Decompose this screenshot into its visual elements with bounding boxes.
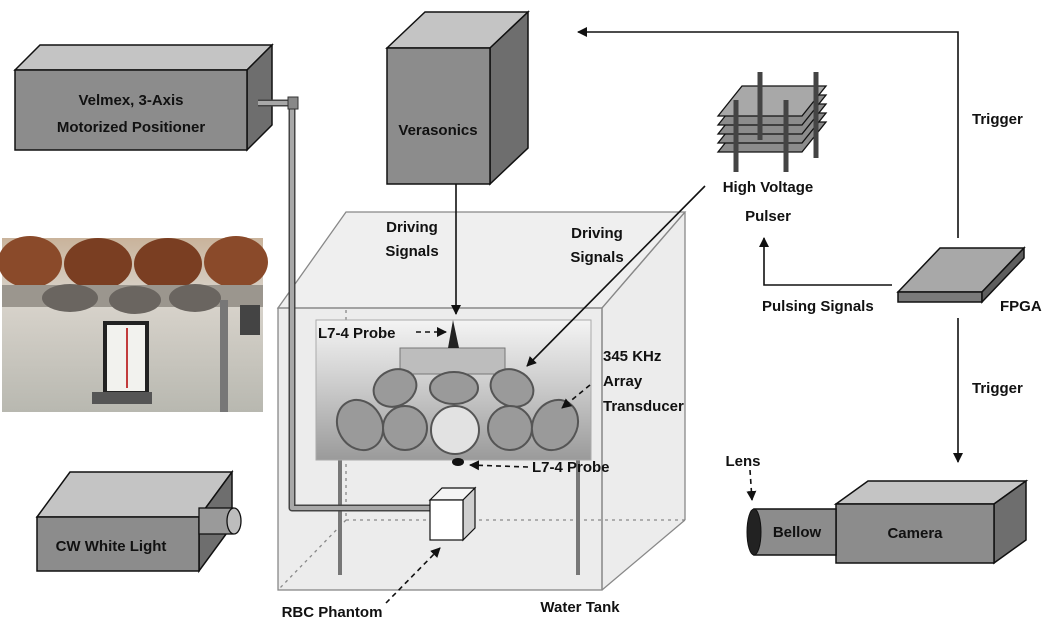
trigger-top-label: Trigger: [972, 111, 1023, 128]
positioner-label-2: Motorized Positioner: [57, 119, 206, 136]
fpga-board: [896, 246, 1026, 304]
bellow-label: Bellow: [773, 524, 822, 541]
pulser-label-1: High Voltage: [723, 179, 814, 196]
camera: [746, 479, 1029, 565]
fpga-to-verasonics-arrow: [577, 27, 959, 238]
positioner-box: [13, 43, 274, 152]
verasonics-box: [385, 10, 530, 186]
pulser-stack-icon: [716, 72, 828, 172]
pulsing-signals-label: Pulsing Signals: [762, 298, 874, 315]
pulser-to-array-arrow: [526, 185, 706, 367]
camera-label: Camera: [887, 525, 943, 542]
connections: [451, 27, 963, 463]
positioner-label-1: Velmex, 3-Axis: [78, 92, 183, 109]
array-transducer: [315, 319, 592, 575]
fpga-to-pulser-arrow: [759, 237, 892, 286]
array-label-1: 345 KHz: [603, 348, 661, 365]
water-tank-label: Water Tank: [540, 599, 620, 616]
array-label-3: Transducer: [603, 398, 684, 415]
setup-photo: [0, 236, 268, 412]
probe-bottom-icon: [452, 458, 464, 466]
probe-top-label: L7-4 Probe: [318, 325, 396, 342]
verasonics-label: Verasonics: [398, 122, 477, 139]
rbc-phantom-label: RBC Phantom: [282, 604, 383, 621]
array-label-2: Array: [603, 373, 643, 390]
rbc-phantom: [428, 486, 477, 542]
driving-right-label-2: Signals: [570, 249, 623, 266]
driving-left-label-2: Signals: [385, 243, 438, 260]
trigger-bottom-label: Trigger: [972, 380, 1023, 397]
light-source: [35, 469, 242, 574]
probe-bottom-label: L7-4 Probe: [532, 459, 610, 476]
lens-icon: [746, 508, 762, 556]
pulser-label-2: Pulser: [745, 208, 791, 225]
fpga-label: FPGA: [1000, 298, 1042, 315]
probe-top-icon: [448, 320, 459, 348]
lens-label: Lens: [725, 453, 760, 470]
pointer-arrows: [385, 327, 757, 604]
driving-right-label-1: Driving: [571, 225, 623, 242]
light-label: CW White Light: [56, 538, 167, 555]
driving-left-label-1: Driving: [386, 219, 438, 236]
positioner-arm: [258, 96, 450, 512]
